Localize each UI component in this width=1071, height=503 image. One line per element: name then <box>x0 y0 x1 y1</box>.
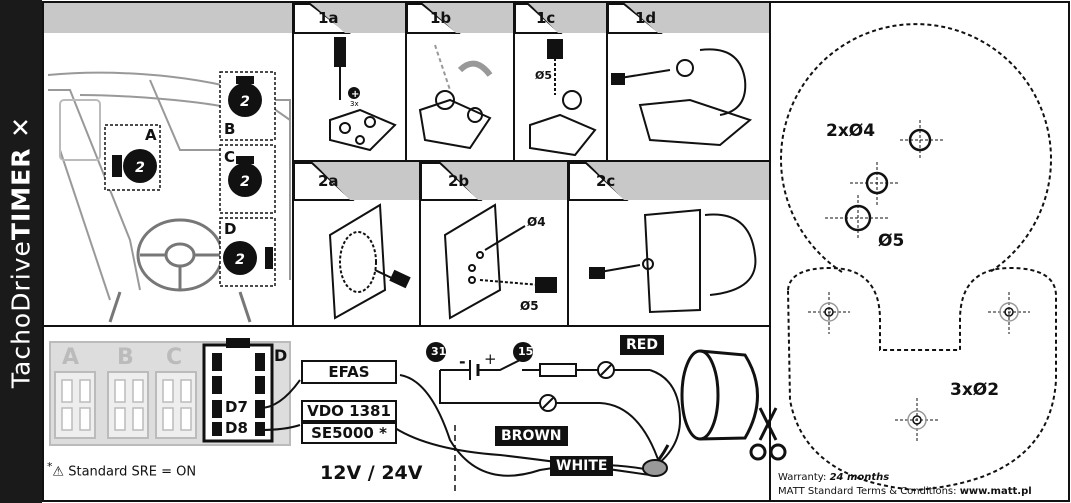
position-d-label: D <box>224 220 237 238</box>
step-2a-drawing <box>328 203 411 320</box>
step-1c-hole-label: Ø5 <box>535 69 553 82</box>
step-1d-label: 1d <box>635 9 657 27</box>
step-2b-small-hole-label: Ø4 <box>527 215 546 229</box>
step-2c-drawing <box>589 208 757 314</box>
step-1c-drawing <box>529 39 597 157</box>
step-2b-large-hole-label: Ø5 <box>520 299 539 313</box>
pin-d8-label: D8 <box>225 419 248 437</box>
se5000-label: SE5000 * <box>301 422 397 444</box>
manufacturer-url[interactable]: www.matt.pl <box>959 486 1032 497</box>
red-wire-label: RED <box>620 335 664 355</box>
warning-icon: ⚠ <box>52 464 65 480</box>
step-2b-drawing <box>443 203 557 320</box>
template-top-holes-label: 2xØ4 <box>826 121 876 141</box>
position-a-label: A <box>145 126 157 144</box>
efas-label: EFAS <box>301 360 397 384</box>
svg-text:+: + <box>351 89 359 100</box>
voltage-label: 12V / 24V <box>320 462 423 484</box>
template-big-hole-label: Ø5 <box>878 231 905 251</box>
vdo-label: VDO 1381 <box>301 400 397 422</box>
brand-sidebar: TachoDriveTIMER ✕ <box>0 0 42 503</box>
template-bottom-holes-label: 3xØ2 <box>950 380 1000 400</box>
terminal-31-label: 31 <box>431 345 447 358</box>
step-1d-drawing <box>611 48 753 147</box>
step-2c-label: 2c <box>596 172 616 190</box>
svg-text:2: 2 <box>240 94 250 110</box>
warranty-line: Warranty: 24 months <box>778 472 890 483</box>
step-2b-label: 2b <box>448 172 470 190</box>
svg-text:3x: 3x <box>350 100 359 108</box>
step-1b-drawing <box>418 44 493 150</box>
slot-b-label: B <box>117 345 134 370</box>
sre-note: *⚠ Standard SRE = ON <box>47 460 197 480</box>
terms-line: MATT Standard Terms & Conditions: www.ma… <box>778 486 1032 497</box>
step-1b-label: 1b <box>430 9 452 27</box>
pin-d7-label: D7 <box>225 398 248 416</box>
slot-a-label: A <box>62 345 80 370</box>
svg-text:2: 2 <box>240 174 250 190</box>
battery-minus: - <box>459 352 466 371</box>
step-1a-label: 1a <box>318 9 339 27</box>
scissors-icon <box>749 407 787 461</box>
svg-text:2: 2 <box>135 160 145 176</box>
terminal-15-label: 15 <box>518 345 534 358</box>
position-c-label: C <box>224 148 236 166</box>
step-1c-label: 1c <box>536 9 556 27</box>
step-2a-label: 2a <box>318 172 339 190</box>
svg-text:2: 2 <box>235 252 245 268</box>
connector-d-label: D <box>274 346 288 365</box>
slot-c-label: C <box>166 345 183 370</box>
battery-plus: + <box>484 350 497 368</box>
white-wire-label: WHITE <box>550 456 614 476</box>
position-b-label: B <box>224 120 236 138</box>
step-1a-drawing <box>329 37 397 152</box>
brown-wire-label: BROWN <box>495 426 568 446</box>
